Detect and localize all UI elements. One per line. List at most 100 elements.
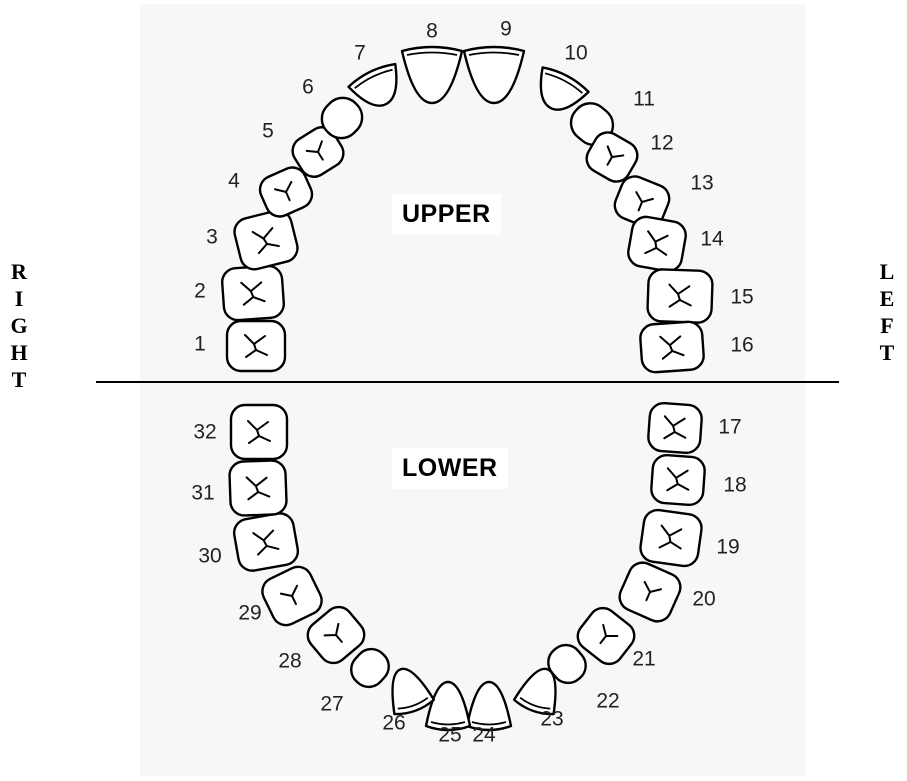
tooth-4 [258,166,314,218]
tooth-crown [512,667,557,716]
tooth-crown [350,647,390,689]
tooth-21 [576,606,636,666]
tooth-crown [232,512,300,572]
tooth-number-21: 21 [632,648,655,671]
tooth-number-32: 32 [193,421,216,444]
tooth-crown [650,453,706,507]
tooth-8 [400,45,464,105]
tooth-number-6: 6 [302,76,314,99]
tooth-9 [462,45,526,105]
fissure-pattern [244,334,268,358]
incisal-edge [519,696,551,710]
tooth-number-28: 28 [278,650,301,673]
right-letter: T [11,367,27,392]
left-letter: E [879,286,895,311]
tooth-25 [424,680,472,732]
tooth-number-29: 29 [238,602,261,625]
fissure-pattern [659,335,685,360]
tooth-number-7: 7 [354,42,366,65]
fissure-pattern [245,476,271,501]
tooth-number-23: 23 [540,708,563,731]
fissure-pattern [666,467,690,492]
tooth-number-15: 15 [730,286,753,309]
arch-divider-line [96,381,839,383]
tooth-23 [512,667,557,716]
tooth-crown [424,680,472,732]
fissure-pattern [247,420,271,444]
tooth-crown [639,320,705,374]
tooth-number-5: 5 [262,120,274,143]
tooth-crown [465,680,513,732]
tooth-crown [320,96,364,140]
tooth-crown [225,319,287,373]
fissure-pattern [606,145,625,166]
right-letter: I [14,286,24,311]
tooth-number-20: 20 [692,588,715,611]
fissure-pattern [305,140,324,161]
tooth-24 [465,680,513,732]
tooth-32 [229,403,289,461]
incisal-edge [406,51,458,56]
tooth-crown [229,403,289,461]
tooth-31 [228,459,288,517]
tooth-crown [400,45,464,105]
tooth-number-22: 22 [596,690,619,713]
fissure-pattern [643,580,663,602]
tooth-10 [539,66,590,111]
tooth-number-14: 14 [700,228,724,251]
tooth-number-25: 25 [438,724,461,747]
tooth-number-27: 27 [320,693,343,716]
tooth-30 [232,512,300,572]
left-side-label: L E F T [876,258,898,366]
tooth-17 [647,401,703,455]
tooth-number-12: 12 [650,132,673,155]
tooth-number-31: 31 [191,482,214,505]
tooth-3 [233,209,299,271]
tooth-26 [391,667,436,716]
left-letter: T [879,340,895,365]
tooth-crown [233,209,299,271]
fissure-pattern [644,230,669,256]
tooth-7 [347,62,398,107]
tooth-2 [221,264,285,322]
fissure-pattern [663,415,687,440]
tooth-number-9: 9 [500,18,512,41]
tooth-20 [618,561,682,623]
tooth-19 [639,508,703,568]
upper-arch-label: UPPER [392,194,501,235]
tooth-14 [627,215,687,273]
tooth-5 [291,126,345,178]
lower-arch-label: LOWER [392,448,508,489]
incisal-edge [430,721,466,726]
tooth-number-26: 26 [382,712,405,735]
tooth-28 [306,605,366,665]
tooth-6 [320,96,364,140]
tooth-number-17: 17 [718,416,741,439]
fissure-pattern [240,281,266,306]
left-letter: L [879,259,895,284]
tooth-number-1: 1 [194,333,206,356]
tooth-number-10: 10 [564,42,587,65]
tooth-number-24: 24 [472,724,496,747]
incisal-edge [468,51,520,56]
right-side-label: R I G H T [8,258,30,393]
incisal-edge [544,72,583,94]
tooth-1 [225,319,287,373]
incisal-edge [471,721,507,726]
tooth-crown [221,264,285,322]
tooth-18 [650,453,706,507]
incisal-edge [397,696,429,710]
tooth-crown [639,508,703,568]
fissure-pattern [251,227,280,255]
fissure-pattern [279,584,299,606]
fissure-pattern [668,283,692,308]
tooth-crown [646,268,714,324]
tooth-crown [391,667,436,716]
tooth-crown [462,45,526,105]
fissure-pattern [635,191,654,212]
fissure-pattern [252,529,280,556]
tooth-15 [646,268,714,324]
tooth-crown [539,66,590,111]
tooth-crown [347,62,398,107]
tooth-number-30: 30 [198,545,221,568]
